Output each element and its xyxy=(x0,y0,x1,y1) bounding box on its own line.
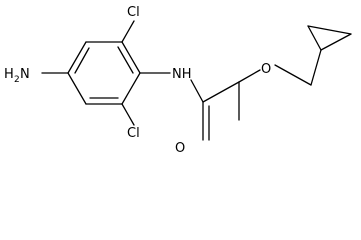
ring-double-bond-2 xyxy=(74,47,90,74)
o-ch2-bond xyxy=(274,64,312,86)
chlorine-top-label: Cl xyxy=(127,5,140,20)
cyclopropyl-bond-3 xyxy=(320,33,352,51)
carbonyl-alpha-bond xyxy=(202,81,240,103)
ring-double-bond-1 xyxy=(117,46,134,74)
ring-bond-1 xyxy=(121,41,141,74)
ring-bond-6 xyxy=(121,72,141,105)
alpha-o-bond xyxy=(238,69,261,83)
carbonyl-oxygen-label: O xyxy=(175,141,185,156)
c-cl-bottom-bond xyxy=(121,103,135,126)
benzene-ring xyxy=(67,41,141,105)
chlorine-bottom-label: Cl xyxy=(127,126,140,141)
ring-bond-3 xyxy=(67,41,87,74)
amine-h: H xyxy=(4,67,14,82)
amine-label: H 2 N xyxy=(4,67,30,85)
ch2-cyclopropyl-bond xyxy=(310,49,322,86)
cyclopropyl-ring xyxy=(307,25,352,51)
c-cl-top-bond xyxy=(121,20,135,43)
amine-n: N xyxy=(20,67,30,82)
ether-oxygen-label: O xyxy=(261,62,271,77)
ring-bond-4 xyxy=(67,72,87,105)
chemical-structure: H 2 N Cl Cl NH O O xyxy=(4,5,352,156)
nh-carbonyl-bond xyxy=(190,79,204,103)
cyclopropyl-bond-1 xyxy=(307,25,322,51)
amine-subscript: 2 xyxy=(14,75,20,85)
cyclopropyl-bond-2 xyxy=(307,25,352,35)
amide-nh-label: NH xyxy=(172,67,192,82)
